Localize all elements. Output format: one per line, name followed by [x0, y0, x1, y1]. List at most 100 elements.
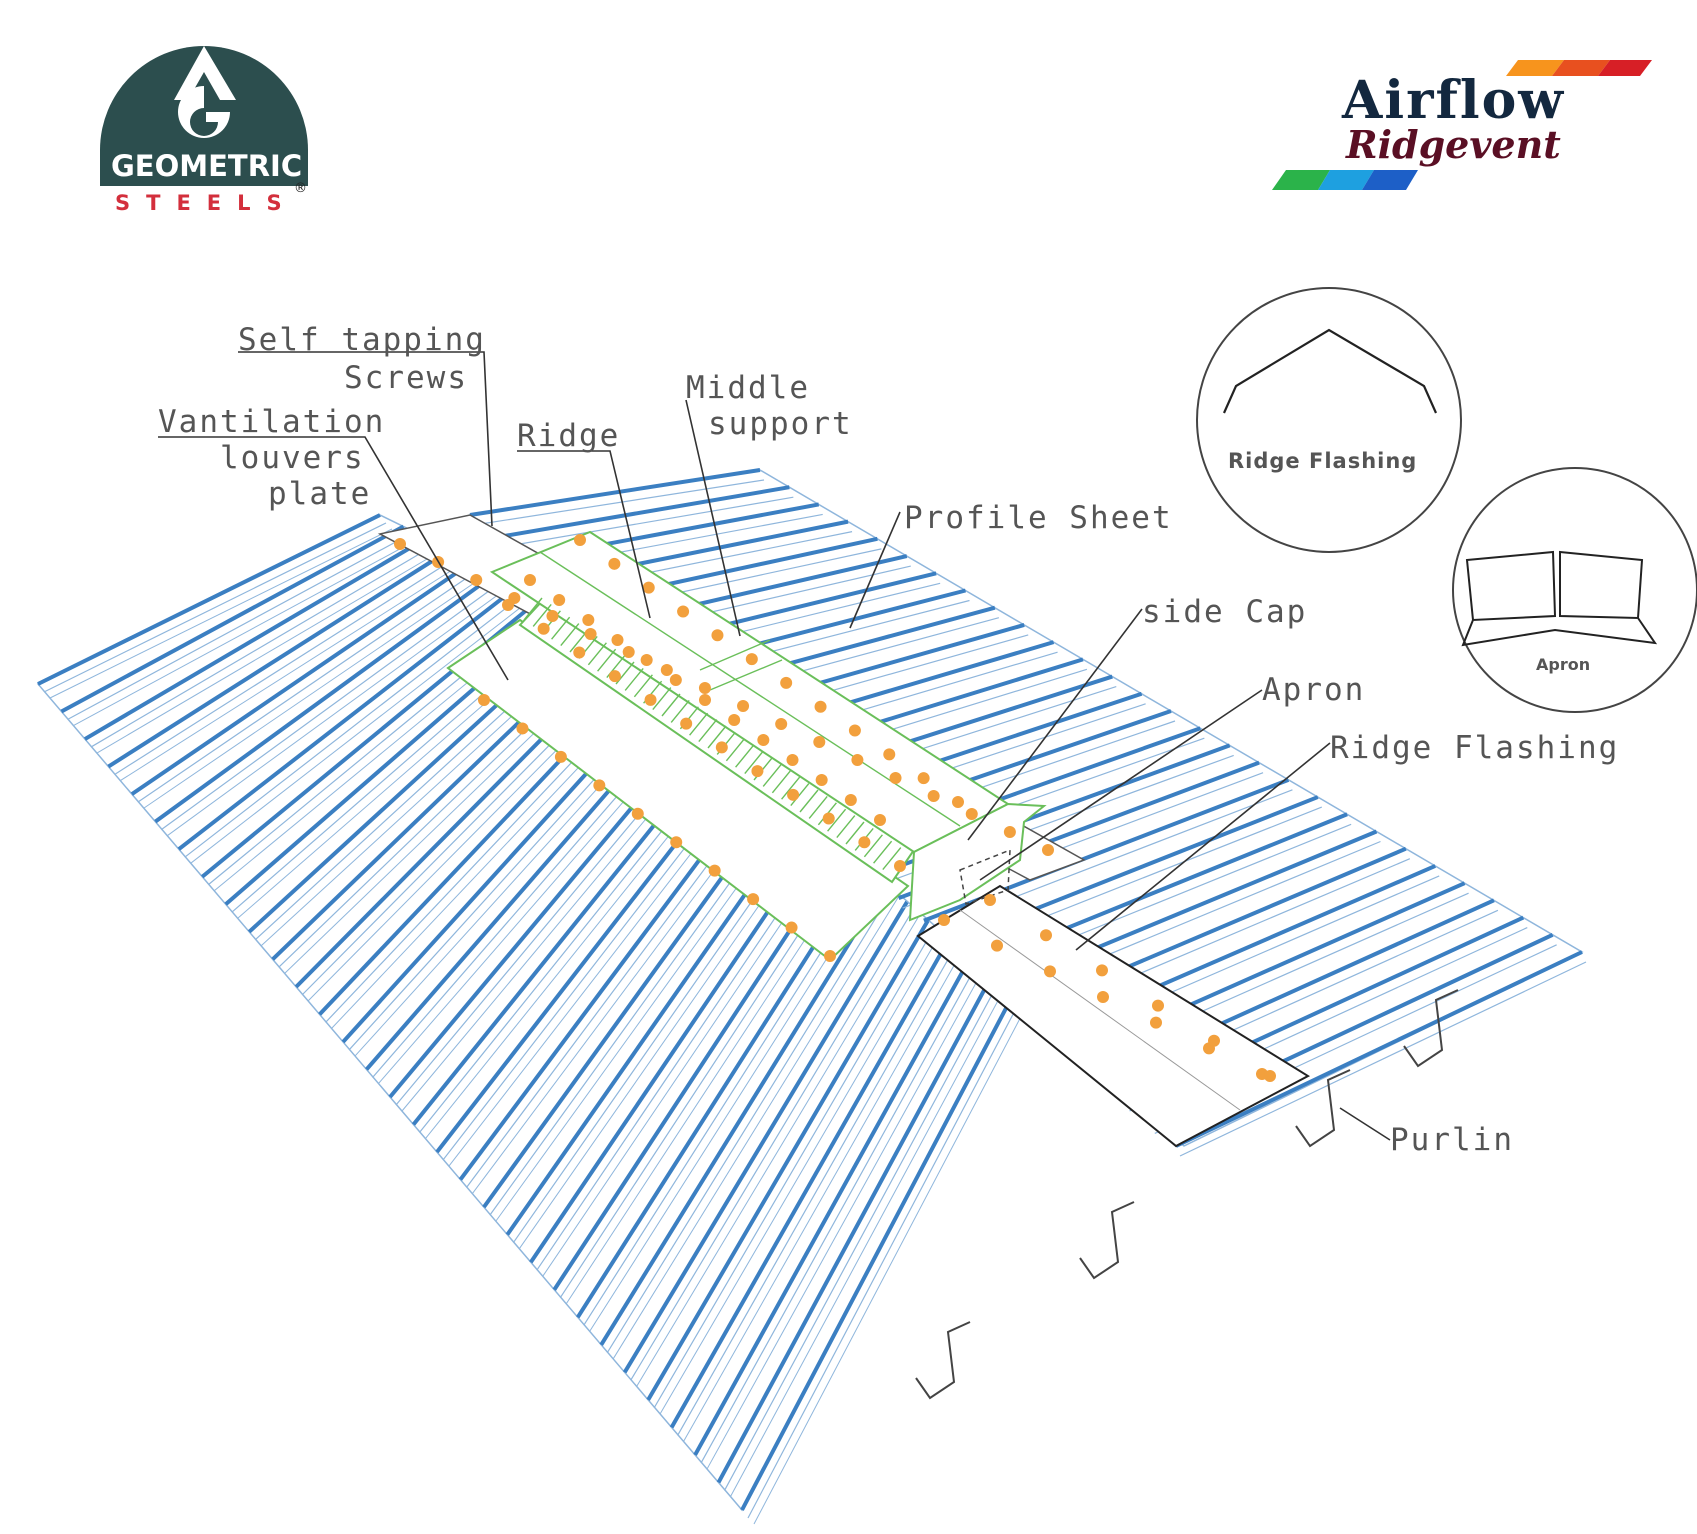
screw-ridge-mid — [874, 814, 886, 826]
louver-slat — [863, 834, 883, 858]
screw-ridge-mid — [786, 754, 799, 766]
screw-apron — [478, 694, 490, 706]
left-rib-edge2 — [143, 574, 487, 809]
right-rib-edge — [473, 479, 765, 526]
apron-tab-dashed — [959, 848, 1011, 905]
left-sheet-rib — [107, 547, 463, 782]
screw-flashing-upper — [1040, 929, 1052, 942]
screw-apron — [554, 750, 567, 763]
right-rib-line — [469, 468, 761, 517]
left-sheet-rib — [60, 524, 416, 726]
logo-ridgevent-text: Ridgevent — [1345, 122, 1561, 167]
leader-apron — [979, 689, 1263, 881]
screw-upper-apron — [622, 646, 635, 658]
louver-slat — [551, 616, 571, 640]
screw-ridge-mid — [640, 654, 653, 666]
louver-slat — [735, 744, 755, 768]
logo-stripe-top-3 — [1598, 60, 1652, 76]
screw-upper-apron — [813, 736, 826, 748]
label-self-tapping-line1: Self tapping — [238, 322, 486, 358]
left-sheet-rib — [154, 570, 510, 837]
left-sheet-rib — [83, 536, 440, 754]
label-profile-sheet: Profile Sheet — [904, 500, 1173, 536]
screw-upper-apron — [1042, 844, 1054, 856]
logo-g-mark — [174, 46, 236, 100]
left-rib-edge2 — [49, 528, 393, 699]
leader-ventilation — [158, 436, 509, 681]
screw-ridge-lower — [751, 765, 764, 778]
screw-upper-apron — [775, 718, 788, 730]
leader-middle-support — [685, 399, 741, 637]
screw-ridge-lower — [608, 670, 621, 683]
screw-upper-apron — [660, 664, 673, 676]
left-rib-edge — [137, 568, 481, 803]
label-purlin: Purlin — [1390, 1122, 1514, 1158]
logo-stripe-top-1 — [1506, 60, 1564, 76]
screw-upper-apron — [851, 754, 864, 766]
screw-ridge-top — [677, 605, 690, 618]
detail-label-apron: Apron — [1536, 655, 1590, 674]
screw-ridge-top — [814, 700, 827, 713]
screw-apron — [593, 779, 606, 792]
screw-flashing-lower — [1150, 1016, 1162, 1029]
label-middle-support-line2: support — [708, 406, 853, 442]
screw-ridge-top — [883, 748, 896, 761]
label-ventilation-line2: louvers — [220, 440, 365, 476]
airflow-ridgevent-logo: Airflow Ridgevent — [1272, 60, 1652, 190]
louver-slat — [652, 687, 672, 711]
label-ridge-flashing: Ridge Flashing — [1330, 730, 1619, 766]
louver-slat — [799, 789, 819, 813]
louver-slat — [827, 808, 847, 832]
left-rib-line — [130, 559, 475, 796]
screw-flashing-lower — [1044, 965, 1056, 978]
screw-ridge-top — [745, 653, 758, 666]
louver-slat — [560, 623, 580, 647]
ridge-vent-assembly — [377, 514, 1086, 962]
screw-ridge-mid — [815, 774, 828, 786]
louver-slat — [661, 693, 681, 717]
screw-ridge-mid — [728, 714, 741, 726]
purlin-2 — [1295, 1069, 1351, 1148]
louver-slat — [670, 699, 690, 723]
louver-slat — [873, 840, 893, 864]
left-rib-edge2 — [73, 540, 416, 726]
screw-ridge-lower — [537, 622, 550, 635]
louver-slat — [836, 815, 856, 839]
leader-ridge-flashing — [1075, 742, 1331, 951]
screw-apron — [516, 722, 529, 735]
leader-self-tapping — [238, 351, 493, 527]
louver-slat — [624, 667, 644, 691]
left-rib-line — [154, 570, 499, 824]
louver-slat — [781, 776, 801, 800]
left-rib-edge2 — [120, 563, 463, 782]
leader-side-cap — [967, 608, 1143, 841]
screw-ridge-top — [780, 676, 793, 689]
logo-stripe-bottom-1 — [1272, 170, 1330, 190]
logo-stripe-bottom-2 — [1318, 170, 1374, 190]
screw-apron — [785, 921, 798, 934]
purlin-4 — [915, 1321, 971, 1400]
screw-flashing-upper — [1096, 964, 1108, 977]
left-rib-edge — [160, 580, 504, 831]
label-ridge: Ridge — [517, 418, 620, 454]
purlin-1 — [1403, 989, 1459, 1068]
apron-plate — [446, 618, 910, 962]
screw-upper-apron — [927, 790, 940, 802]
screw-flashing-upper — [984, 894, 996, 906]
screw-ridge-top — [574, 534, 586, 546]
screw-flashing-upper — [1152, 999, 1164, 1012]
logo-stripe-bottom-3 — [1362, 170, 1418, 190]
leader-ridge — [517, 450, 651, 619]
detail-circle-ridge-flashing: Ridge Flashing — [1196, 287, 1462, 553]
screw-ridge-top — [952, 796, 964, 808]
left-rib-edge2 — [96, 551, 440, 754]
right-sheet-rib — [1175, 950, 1587, 1157]
screw-apron — [708, 864, 721, 877]
right-rib-edge — [1179, 961, 1587, 1157]
screw-flashing-upper — [1264, 1070, 1276, 1082]
screw-ridge-mid — [524, 574, 536, 586]
leader-purlin — [1339, 1107, 1391, 1141]
logo-brand-name: GEOMETRIC — [111, 149, 302, 183]
left-sheet-rib — [177, 582, 534, 864]
